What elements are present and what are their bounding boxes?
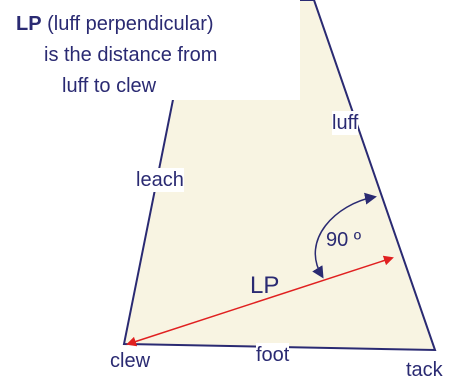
note-line-2: is the distance from	[44, 44, 218, 66]
foot-label: foot	[256, 343, 290, 367]
note-line-3: luff to clew	[62, 75, 157, 97]
tack-label: tack	[406, 358, 443, 382]
angle-label: 90 º	[326, 229, 362, 251]
lp-definition-note: LP (luff perpendicular) is the distance …	[0, 0, 300, 100]
right-angle-arc	[312, 192, 377, 279]
luff-label: luff	[332, 111, 359, 135]
note-line-1: LP (luff perpendicular)	[16, 12, 214, 36]
lp-label: LP	[250, 272, 280, 299]
note-line-1-text: (luff perpendicular)	[47, 13, 214, 35]
leach-label: leach	[136, 168, 184, 192]
clew-label: clew	[110, 349, 151, 373]
note-term: LP	[16, 13, 42, 35]
